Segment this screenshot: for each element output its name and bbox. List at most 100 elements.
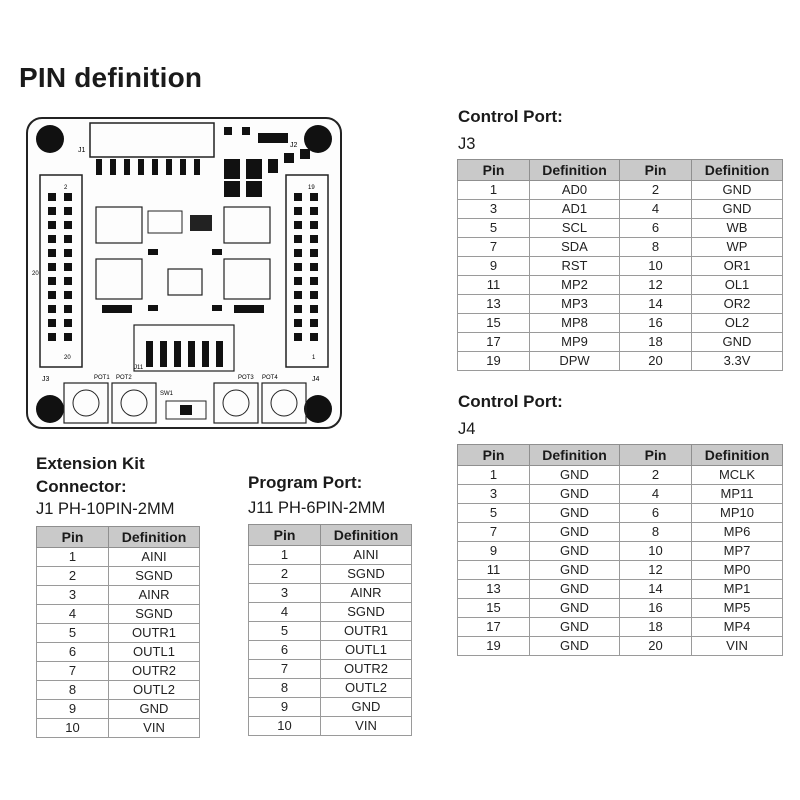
pin-cell: 6 bbox=[248, 640, 321, 660]
label-pot4: POT4 bbox=[262, 375, 278, 381]
pin-cell: 2 bbox=[619, 180, 692, 200]
pot2 bbox=[111, 382, 157, 424]
col-header: Definition bbox=[320, 524, 412, 546]
col-header: Definition bbox=[691, 444, 783, 466]
pin-cell: 18 bbox=[619, 332, 692, 352]
pin-cell: 14 bbox=[619, 579, 692, 599]
definition-cell: 3.3V bbox=[691, 351, 783, 371]
definition-cell: GND bbox=[529, 503, 620, 523]
pin-cell: 19 bbox=[457, 636, 530, 656]
pot1 bbox=[63, 382, 109, 424]
definition-cell: GND bbox=[529, 484, 620, 504]
definition-cell: AD0 bbox=[529, 180, 620, 200]
definition-cell: OUTR2 bbox=[108, 661, 200, 681]
definition-cell: MP1 bbox=[691, 579, 783, 599]
pin-cell: 15 bbox=[457, 313, 530, 333]
center-pads bbox=[102, 249, 264, 313]
definition-cell: MP4 bbox=[691, 617, 783, 637]
mount-hole-top-right bbox=[304, 125, 332, 153]
definition-cell: RST bbox=[529, 256, 620, 276]
pin-cell: 5 bbox=[457, 503, 530, 523]
ic-top-left bbox=[95, 206, 143, 244]
definition-cell: SGND bbox=[320, 602, 412, 622]
program-subtitle: J11 PH-6PIN-2MM bbox=[248, 499, 386, 517]
pin-cell: 4 bbox=[619, 484, 692, 504]
label-j4: J4 bbox=[312, 376, 320, 383]
pin-cell: 8 bbox=[619, 522, 692, 542]
pin-cell: 13 bbox=[457, 579, 530, 599]
label-j11: J11 bbox=[134, 365, 144, 371]
pin-cell: 18 bbox=[619, 617, 692, 637]
pin-cell: 6 bbox=[36, 642, 109, 662]
pin-cell: 14 bbox=[619, 294, 692, 314]
definition-cell: MP0 bbox=[691, 560, 783, 580]
definition-cell: DPW bbox=[529, 351, 620, 371]
pin-cell: 15 bbox=[457, 598, 530, 618]
label-pot2: POT2 bbox=[116, 375, 132, 381]
pin-cell: 10 bbox=[619, 256, 692, 276]
definition-cell: OUTL2 bbox=[108, 680, 200, 700]
table-header-row: Pin Definition bbox=[248, 524, 412, 546]
pin-cell: 7 bbox=[457, 237, 530, 257]
j4-label-1: 1 bbox=[312, 355, 316, 361]
definition-cell: AD1 bbox=[529, 199, 620, 219]
definition-cell: OR2 bbox=[691, 294, 783, 314]
label-pot1: POT1 bbox=[94, 375, 110, 381]
definition-cell: GND bbox=[529, 617, 620, 637]
ic-center-small bbox=[190, 215, 212, 231]
j4-pins bbox=[294, 193, 318, 341]
pin-cell: 3 bbox=[457, 484, 530, 504]
sw1-switch bbox=[165, 400, 207, 420]
definition-cell: MP9 bbox=[529, 332, 620, 352]
definition-cell: OUTL2 bbox=[320, 678, 412, 698]
pin-cell: 10 bbox=[619, 541, 692, 561]
pin-cell: 19 bbox=[457, 351, 530, 371]
definition-cell: AINI bbox=[320, 545, 412, 565]
mount-hole-bottom-right bbox=[304, 395, 332, 423]
label-sw1: SW1 bbox=[160, 391, 174, 397]
pin-cell: 12 bbox=[619, 560, 692, 580]
definition-cell: SDA bbox=[529, 237, 620, 257]
j4-label-19: 19 bbox=[308, 185, 315, 191]
definition-cell: OR1 bbox=[691, 256, 783, 276]
pot3-knob bbox=[222, 389, 250, 417]
pin-cell: 9 bbox=[36, 699, 109, 719]
j3-label-2: 2 bbox=[64, 185, 68, 191]
pin-cell: 2 bbox=[248, 564, 321, 584]
pin-cell: 5 bbox=[457, 218, 530, 238]
definition-cell: OUTR1 bbox=[108, 623, 200, 643]
definition-cell: SCL bbox=[529, 218, 620, 238]
pin-cell: 3 bbox=[248, 583, 321, 603]
col-header: Pin bbox=[36, 526, 109, 548]
pin-cell: 16 bbox=[619, 313, 692, 333]
j3-section-title: Control Port: bbox=[458, 107, 563, 126]
pin-cell: 1 bbox=[248, 545, 321, 565]
definition-cell: GND bbox=[691, 332, 783, 352]
pin-cell: 8 bbox=[248, 678, 321, 698]
table-header-row: Pin Definition Pin Definition bbox=[457, 159, 783, 181]
j3-header bbox=[39, 174, 83, 368]
pin-cell: 20 bbox=[619, 351, 692, 371]
definition-cell: OUTR2 bbox=[320, 659, 412, 679]
